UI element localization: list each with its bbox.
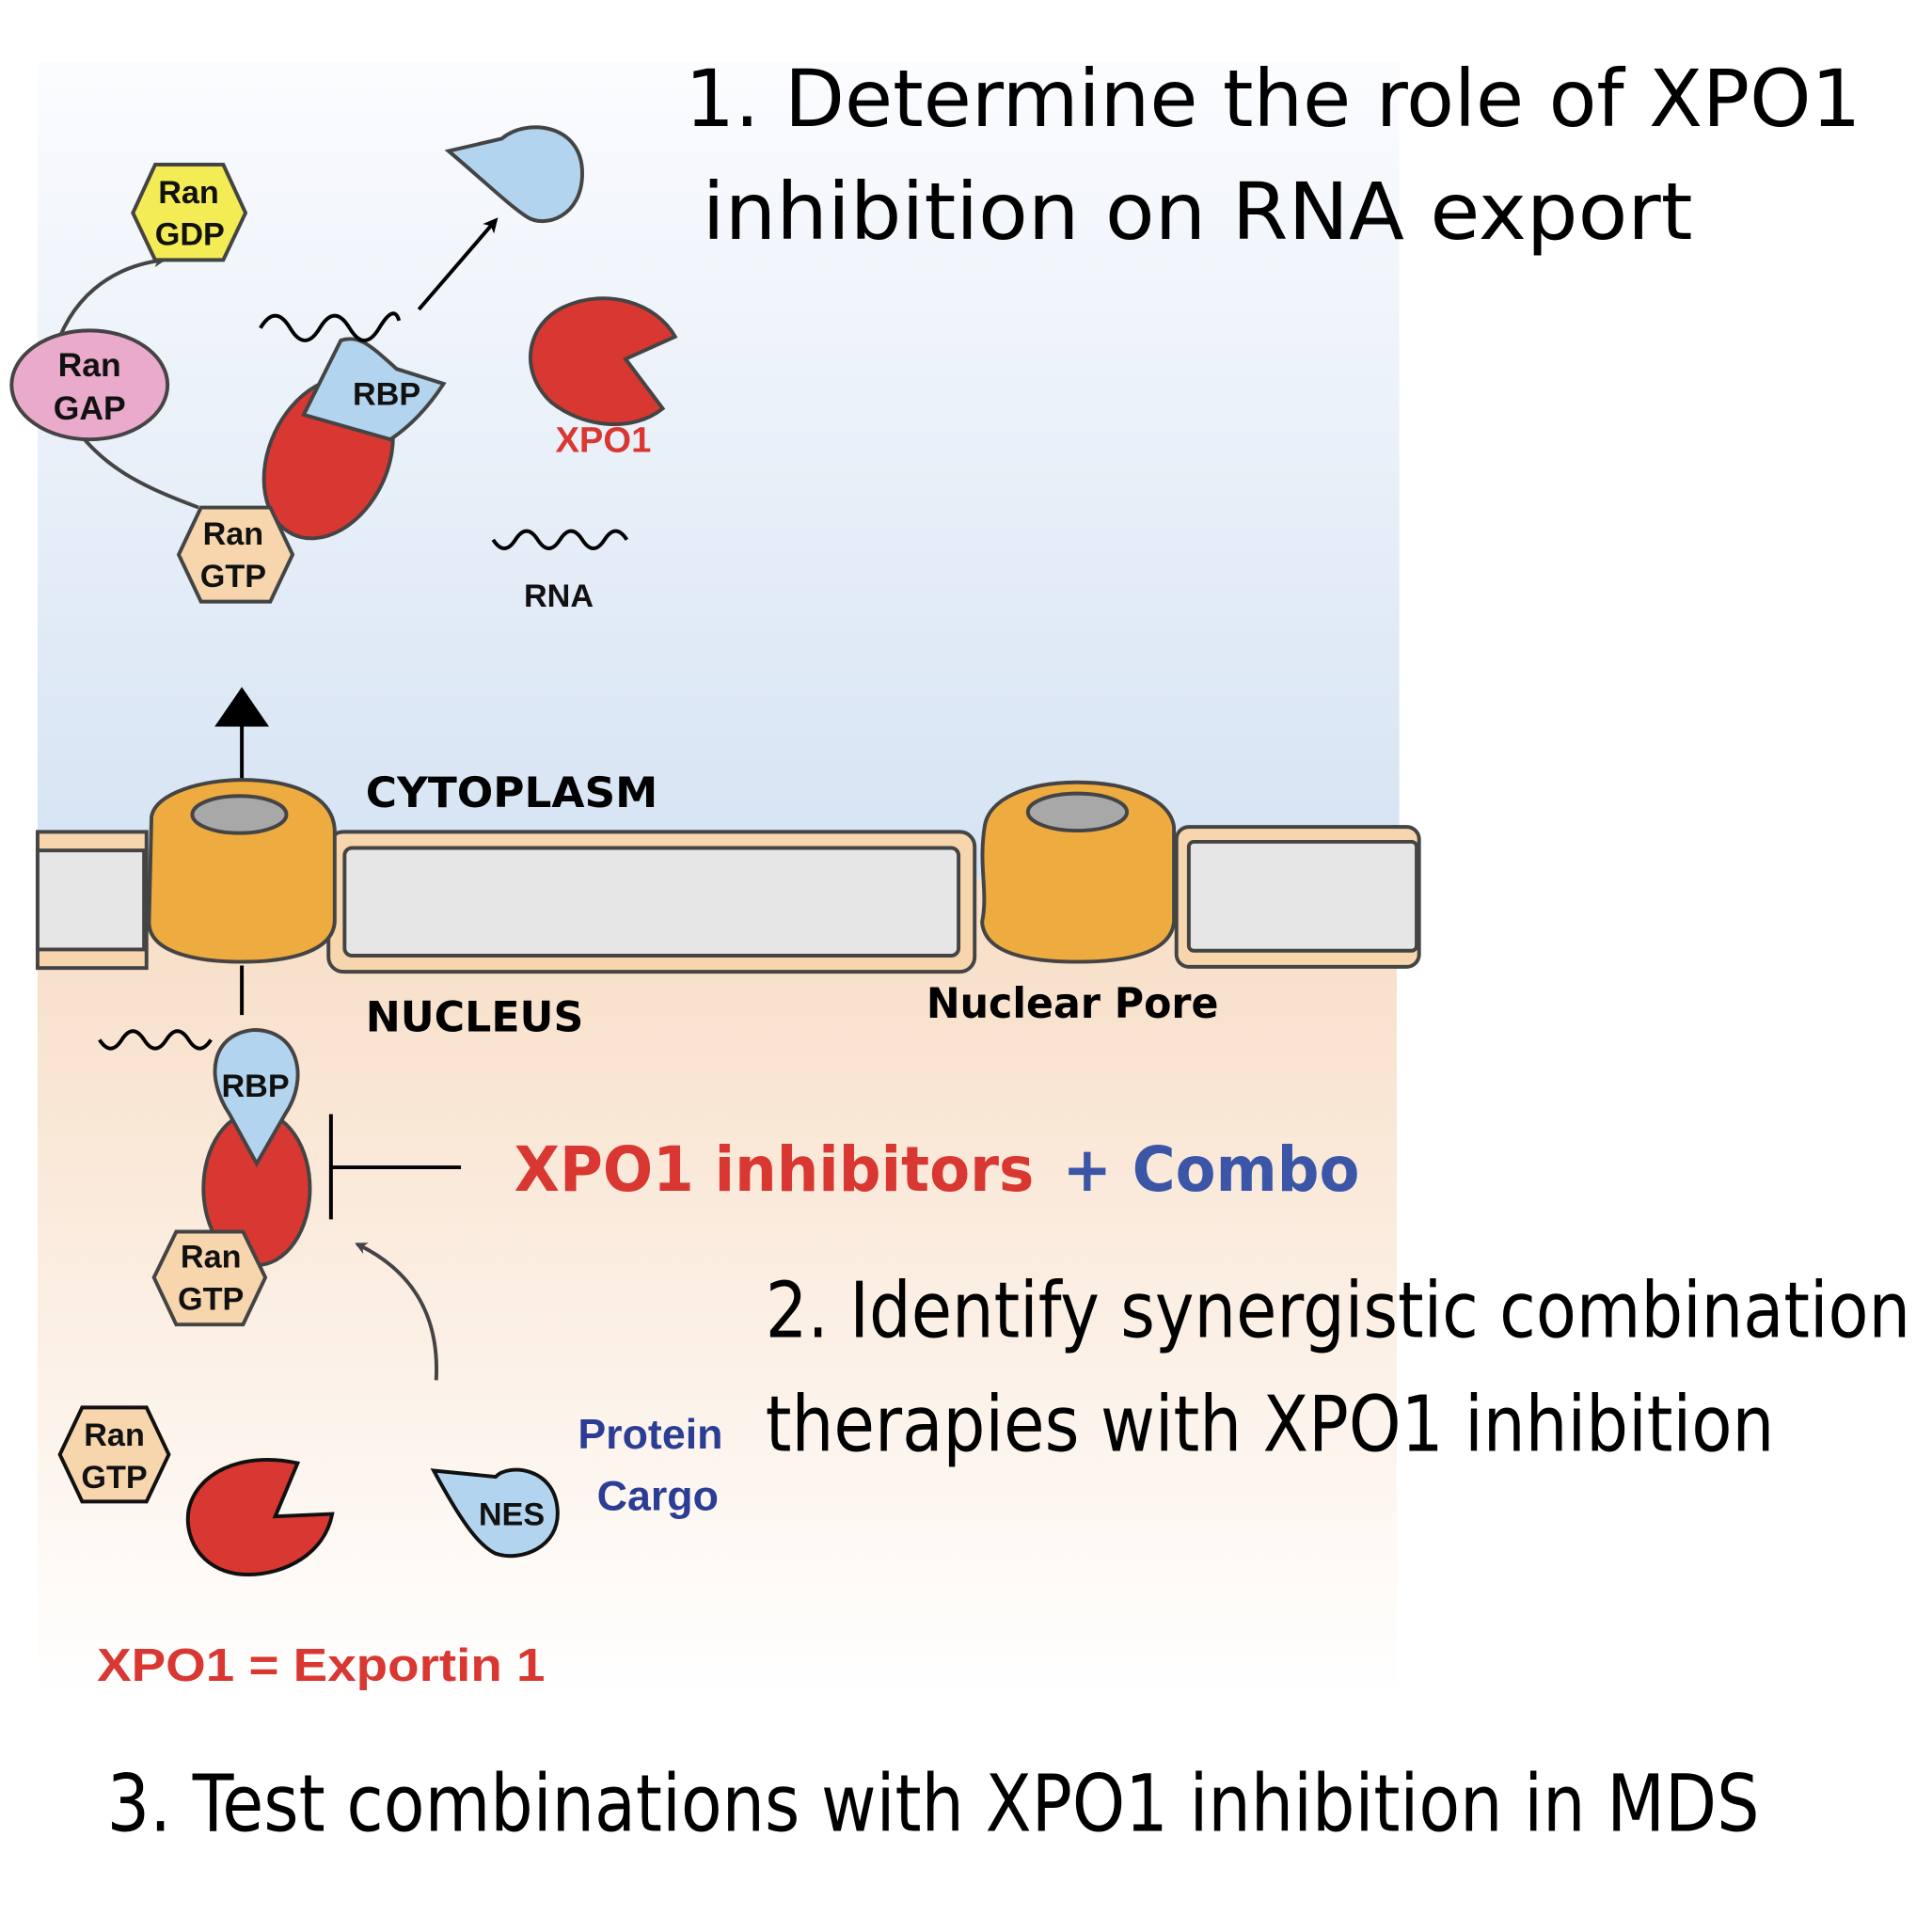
rbp-shape-nucleus (213, 1027, 300, 1168)
step1-heading-line2: inhibition on RNA export (703, 166, 1693, 258)
ran-gtp-free-label-2: GTP (81, 1460, 147, 1496)
combo-label: + Combo (1063, 1133, 1360, 1206)
membrane-lumen (1186, 839, 1419, 953)
protein-cargo-label-1: Protein (578, 1411, 722, 1458)
protein-cargo-label-2: Cargo (597, 1473, 719, 1520)
ran-gtp-free-label-1: Ran (84, 1417, 145, 1453)
ran-gap-label-2: GAP (54, 389, 126, 427)
nuclear-pore-left (147, 778, 337, 964)
rna-wave-icon (491, 529, 629, 550)
ran-gap-label-1: Ran (58, 346, 121, 384)
assembly-arrow (355, 1242, 438, 1381)
rna-strand-nucleus (98, 1029, 213, 1051)
xpo1-inhibitors-label: XPO1 inhibitors (515, 1133, 1035, 1206)
ran-gtp-hexagon-cyto: Ran GTP (176, 505, 295, 604)
step2-heading-line2: therapies with XPO1 inhibition (766, 1380, 1775, 1469)
step1-heading-line1: 1. Determine the role of XPO1 (685, 53, 1861, 145)
cytoplasm-label: CYTOPLASM (366, 768, 658, 817)
step2-heading-line1: 2. Identify synergistic combination (766, 1266, 1910, 1355)
ran-gtp-bound-label-2: GTP (178, 1281, 244, 1317)
ran-gdp-hexagon: Ran GDP (131, 163, 248, 262)
rna-legend: RNA (491, 529, 629, 614)
xpo1-definition-label: XPO1 = Exportin 1 (97, 1640, 545, 1691)
ran-gtp-bound-label-1: Ran (181, 1240, 242, 1275)
rna-strand-cyto (259, 311, 402, 342)
export-arrow-head (214, 687, 270, 727)
xpo1-free-nucleus-icon (185, 1458, 335, 1577)
membrane-lumen (342, 846, 961, 958)
xpo1-pacman-icon (528, 296, 678, 426)
nes-label: NES (479, 1496, 545, 1532)
release-arrow (417, 217, 499, 311)
ran-gtp-hexagon-free: Ran GTP (57, 1405, 171, 1504)
rbp-shape (301, 337, 447, 442)
membrane-lumen (35, 848, 147, 952)
nuclear-pore-right (980, 780, 1177, 964)
nuclear-envelope (35, 778, 1421, 974)
ran-gtp-cyto-label-2: GTP (200, 559, 266, 594)
rna-label: RNA (524, 578, 594, 614)
xpo1-complex-cytoplasm: RBP (259, 311, 447, 541)
ran-gdp-label-2: GDP (155, 217, 225, 253)
protein-cargo: NES Protein Cargo (430, 1411, 722, 1559)
ran-gtp-hexagon-bound: Ran GTP (151, 1229, 268, 1327)
step3-heading: 3. Test combinations with XPO1 inhibitio… (107, 1757, 1760, 1849)
nes-cargo-shape (430, 1467, 560, 1559)
ran-gdp-label-1: Ran (158, 175, 219, 211)
xpo1-complex-nucleus: RBP (98, 1027, 312, 1267)
ran-gtp-cyto-label-1: Ran (203, 516, 264, 552)
xpo1-label: XPO1 (555, 420, 651, 460)
nucleus-label: NUCLEUS (366, 991, 584, 1041)
released-rbp-shape (444, 125, 584, 224)
ran-gap-ellipse: Ran GAP (9, 328, 170, 442)
nuclear-pore-label: Nuclear Pore (926, 978, 1219, 1028)
xpo1-free-cyto: XPO1 (528, 296, 678, 460)
rbp-label-nucleus: RBP (221, 1069, 289, 1104)
rbp-label-cyto: RBP (353, 376, 420, 412)
